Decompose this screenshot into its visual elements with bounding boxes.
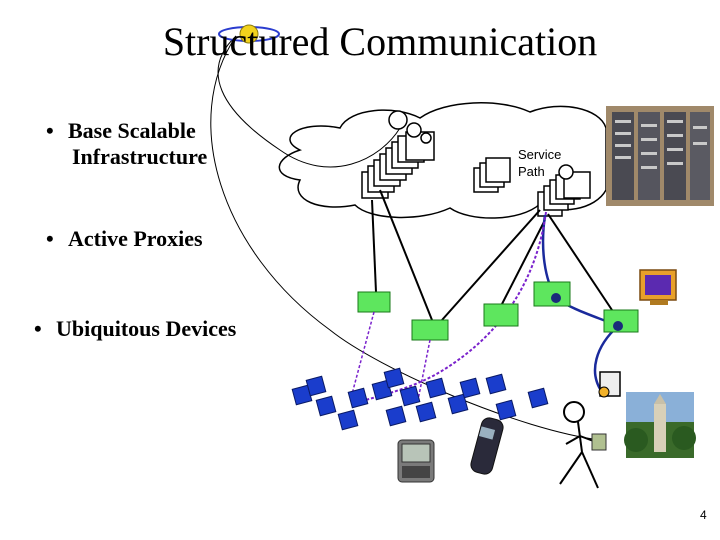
proxy-node-dot — [613, 321, 623, 331]
service-path-label-line1: Service — [518, 147, 562, 162]
ubiquitous-device-tiles — [291, 367, 549, 431]
campus-tower-image — [624, 392, 696, 458]
speaker-device-icon — [598, 371, 621, 398]
service-path-label-line2: Path — [518, 164, 545, 179]
infrastructure-cloud — [278, 102, 607, 219]
bullet-dot: • — [46, 118, 54, 143]
server-stack-right — [537, 164, 591, 217]
slide-title: Structured Communication — [162, 19, 598, 64]
bullet-dot: • — [34, 316, 42, 341]
bullet-ubiquitous-devices: • Ubiquitous Devices — [34, 316, 236, 342]
person-figure — [559, 401, 599, 489]
service-path-blue — [541, 214, 621, 393]
bullet-active-proxies: • Active Proxies — [46, 226, 203, 252]
server-rack-image — [606, 106, 714, 206]
active-proxies — [357, 281, 639, 341]
bullet-text: Ubiquitous Devices — [56, 316, 237, 341]
pda-device-icon — [397, 439, 435, 483]
infrastructure-proxy-links — [371, 189, 613, 321]
bullet-dot: • — [46, 226, 54, 251]
page-number: 4 — [700, 508, 707, 522]
bullet-text-line1: Base Scalable — [68, 118, 196, 143]
wide-area-link — [217, 35, 401, 168]
proxy-device-links — [351, 311, 431, 401]
server-stack-middle — [473, 157, 511, 193]
desktop-computer-icon — [639, 269, 677, 305]
bullet-base-scalable-infrastructure: • Base Scalable Infrastructure — [46, 118, 207, 170]
bullet-text-line2: Infrastructure — [72, 144, 208, 169]
service-path-label: Service Path — [518, 146, 582, 180]
handheld-device-icon — [591, 433, 607, 451]
server-stack-left — [361, 110, 435, 199]
bullet-text: Active Proxies — [68, 226, 203, 251]
proxy-node-dot — [551, 293, 561, 303]
cell-phone-icon — [470, 417, 504, 475]
satellite-icon — [218, 24, 280, 44]
